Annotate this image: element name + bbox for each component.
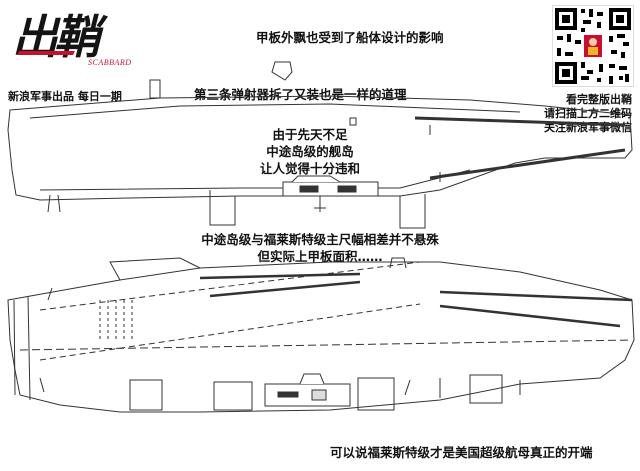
qr-note-line: 请扫描上方二维码	[544, 107, 632, 120]
caption-size: 中途岛级与福莱斯特级主尺幅相差并不悬殊 但实际上甲板面积……	[190, 231, 450, 265]
caption-island-line: 由于先天不足	[272, 127, 348, 142]
caption-island-line: 让人觉得十分违和	[259, 161, 360, 176]
forrestal-carrier-outline	[7, 257, 635, 413]
midway-island	[282, 175, 379, 212]
qr-pattern-icon	[555, 8, 631, 84]
qr-note-line: 看完整版出鞘	[566, 93, 632, 106]
logo-english: SCABBARD	[88, 58, 132, 67]
forrestal-island	[264, 373, 351, 407]
caption-conclusion: 可以说福莱斯特级才是美国超级航母真正的开端	[330, 445, 593, 460]
publisher-line: 新浪军事出品 每日一期	[8, 90, 122, 103]
caption-island: 由于先天不足 中途岛级的舰岛 让人觉得十分违和	[240, 126, 380, 177]
caption-size-line: 中途岛级与福莱斯特级主尺幅相差并不悬殊	[201, 232, 439, 247]
caption-deck-float: 甲板外飘也受到了船体设计的影响	[256, 30, 444, 45]
qr-code[interactable]	[552, 5, 634, 87]
caption-size-line: 但实际上甲板面积……	[257, 249, 383, 264]
caption-island-line: 中途岛级的舰岛	[266, 144, 354, 159]
caption-catapult: 第三条弹射器拆了又装也是一样的道理	[194, 87, 407, 102]
